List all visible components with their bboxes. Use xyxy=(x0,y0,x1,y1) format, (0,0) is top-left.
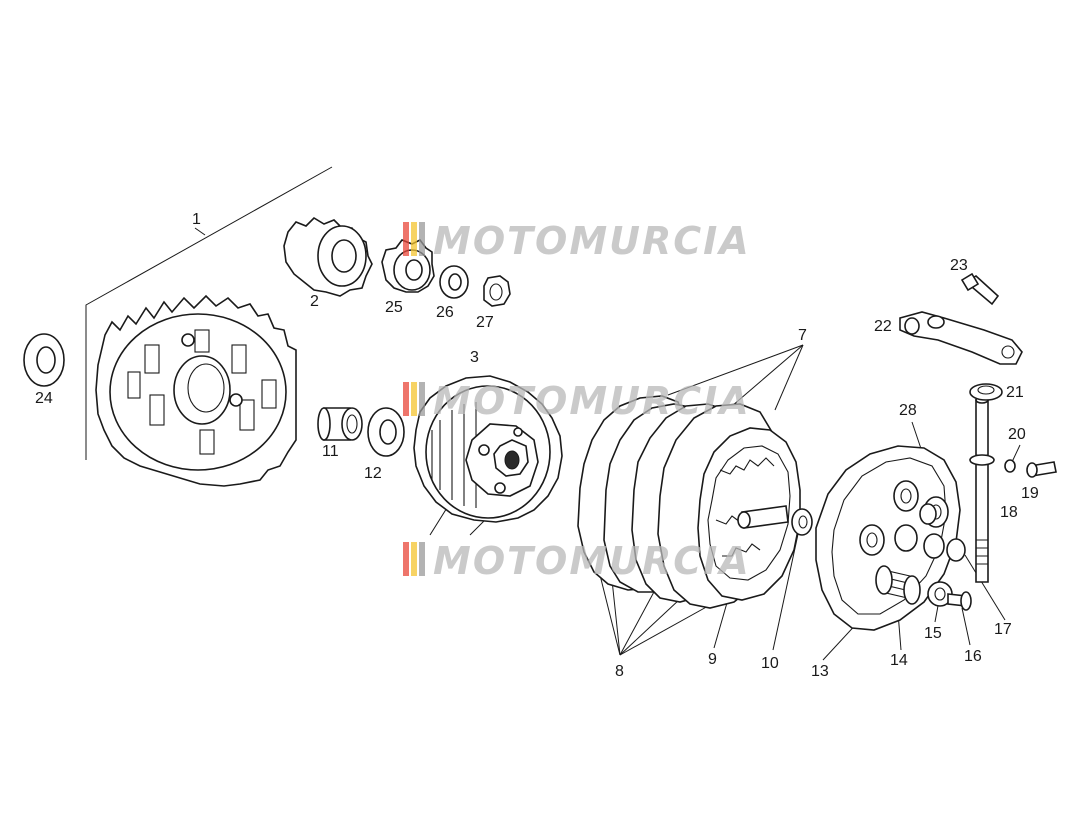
watermark-stripe-gray xyxy=(419,542,425,576)
callout-16: 16 xyxy=(964,648,982,665)
callout-25: 25 xyxy=(385,299,403,316)
release-lever-22 xyxy=(899,311,1023,365)
callout-15: 15 xyxy=(924,625,942,642)
watermark-text: MOTOMURCIA xyxy=(433,539,751,583)
callout-22: 22 xyxy=(874,318,892,335)
clutch-plates-7-8 xyxy=(577,395,801,609)
callout-27: 27 xyxy=(476,314,494,331)
callout-20: 20 xyxy=(1008,426,1026,443)
callout-14: 14 xyxy=(890,652,908,669)
washer-24 xyxy=(23,333,65,387)
callout-19: 19 xyxy=(1021,485,1039,502)
clutch-hub-3 xyxy=(413,375,563,523)
retainer-17 xyxy=(923,533,966,562)
nut-27 xyxy=(483,275,511,307)
callout-1: 1 xyxy=(192,211,201,228)
callout-2: 2 xyxy=(310,293,319,310)
callout-11: 11 xyxy=(322,443,339,460)
callout-18: 18 xyxy=(1000,504,1018,521)
watermark-stripe-red xyxy=(403,542,409,576)
watermark-stripe-gray xyxy=(419,222,425,256)
callout-13: 13 xyxy=(811,663,829,680)
callout-7: 7 xyxy=(798,327,807,344)
washer-26 xyxy=(439,265,469,299)
callout-labels: 1 2 3 7 8 9 10 11 12 13 14 15 16 17 18 1… xyxy=(35,211,1039,680)
ring-28 xyxy=(919,503,937,525)
watermark-text: MOTOMURCIA xyxy=(433,219,751,263)
watermark-logo: MOTOMURCIA xyxy=(403,539,751,583)
spring-14 xyxy=(875,565,921,605)
callout-8: 8 xyxy=(615,663,624,680)
callout-17: 17 xyxy=(994,621,1012,638)
callout-24: 24 xyxy=(35,390,53,407)
washer-12 xyxy=(367,407,405,457)
watermark-logo: MOTOMURCIA xyxy=(403,219,751,263)
washer-20 xyxy=(1004,459,1016,473)
callout-3: 3 xyxy=(470,349,479,366)
watermark-stripe-yellow xyxy=(411,382,417,416)
watermark-stripe-red xyxy=(403,222,409,256)
watermark-stripe-yellow xyxy=(411,542,417,576)
washer-10 xyxy=(791,508,813,536)
clutch-housing-1 xyxy=(95,294,297,487)
bushing-11 xyxy=(317,407,363,441)
watermark-stripe-gray xyxy=(419,382,425,416)
watermark-stripe-yellow xyxy=(411,222,417,256)
bolt-23 xyxy=(960,272,1000,306)
callout-26: 26 xyxy=(436,304,454,321)
callout-10: 10 xyxy=(761,655,779,672)
pushrod-9 xyxy=(737,505,789,529)
screw-16 xyxy=(947,591,972,611)
watermark-logo: MOTOMURCIA xyxy=(403,379,751,423)
gear-2 xyxy=(283,216,373,297)
callout-28: 28 xyxy=(899,402,917,419)
watermark-stripe-red xyxy=(403,382,409,416)
callout-9: 9 xyxy=(708,651,717,668)
callout-12: 12 xyxy=(364,465,382,482)
callout-21: 21 xyxy=(1006,384,1024,401)
seal-21 xyxy=(969,383,1003,401)
release-shaft-18 xyxy=(969,396,995,583)
callout-23: 23 xyxy=(950,257,968,274)
watermark-text: MOTOMURCIA xyxy=(433,379,751,423)
screw-19 xyxy=(1026,461,1057,478)
